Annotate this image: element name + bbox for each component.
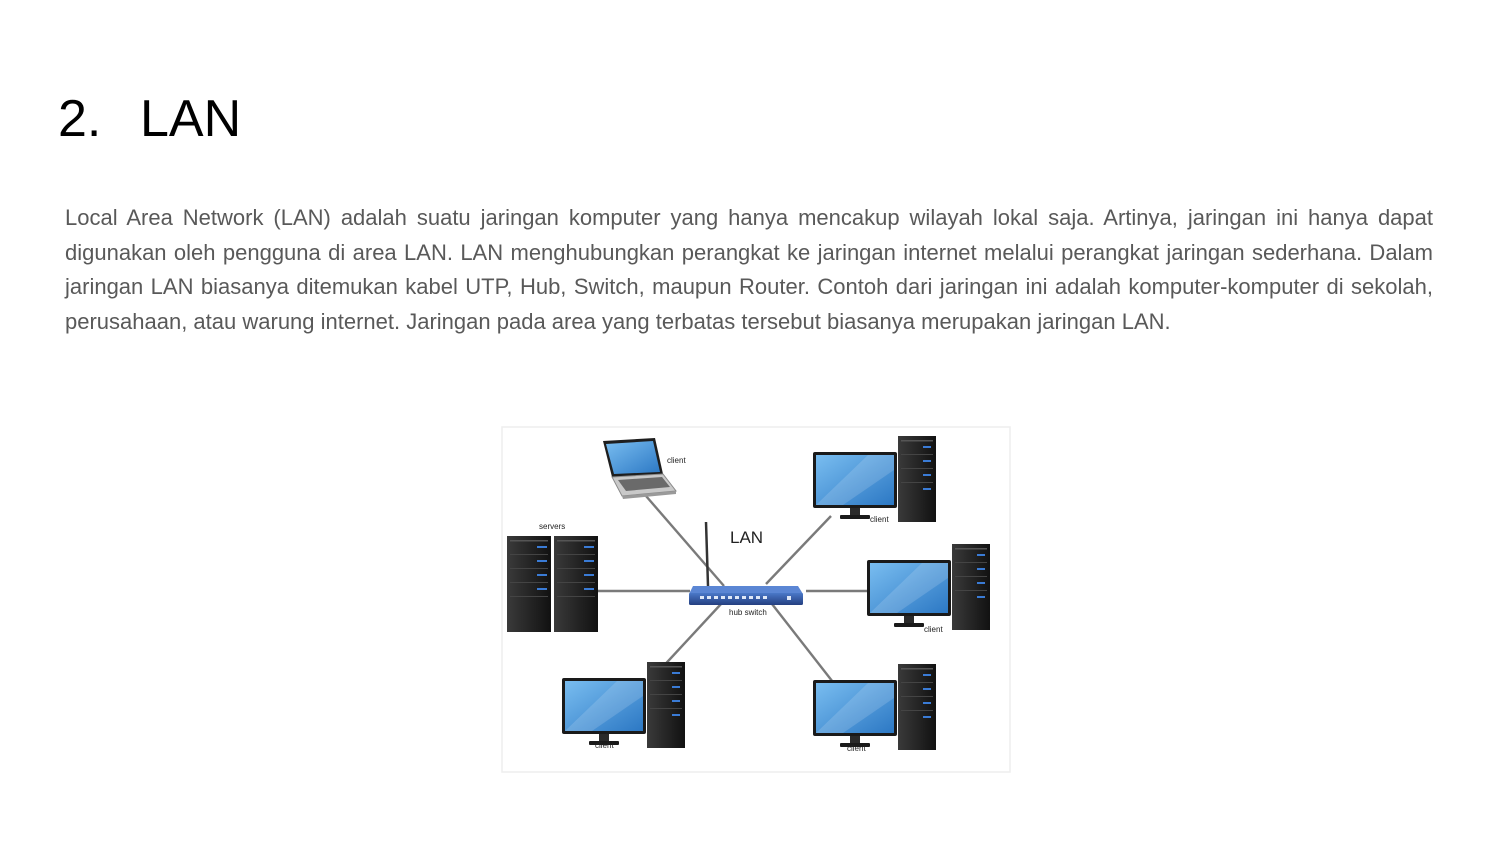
slide-body-text: Local Area Network (LAN) adalah suatu ja… [65, 205, 1433, 335]
lan-diagram: client client client client client serve… [476, 424, 1012, 774]
servers-label: servers [539, 522, 565, 531]
laptop-client-label: client [667, 456, 686, 465]
network-cables [598, 495, 868, 687]
hub-switch-icon [689, 521, 803, 605]
lan-network-label: LAN [730, 528, 763, 547]
slide-number: 2. [58, 90, 102, 148]
client-bottom-left-label: client [595, 741, 614, 750]
slide-title: 2. LAN [58, 86, 241, 152]
hub-switch-label: hub switch [729, 608, 767, 617]
slide-title-text: LAN [140, 90, 242, 148]
client-bottom-right-label: client [847, 744, 866, 753]
client-right-label: client [924, 625, 943, 634]
laptop-client-icon [603, 438, 677, 499]
client-top-right-label: client [870, 515, 889, 524]
